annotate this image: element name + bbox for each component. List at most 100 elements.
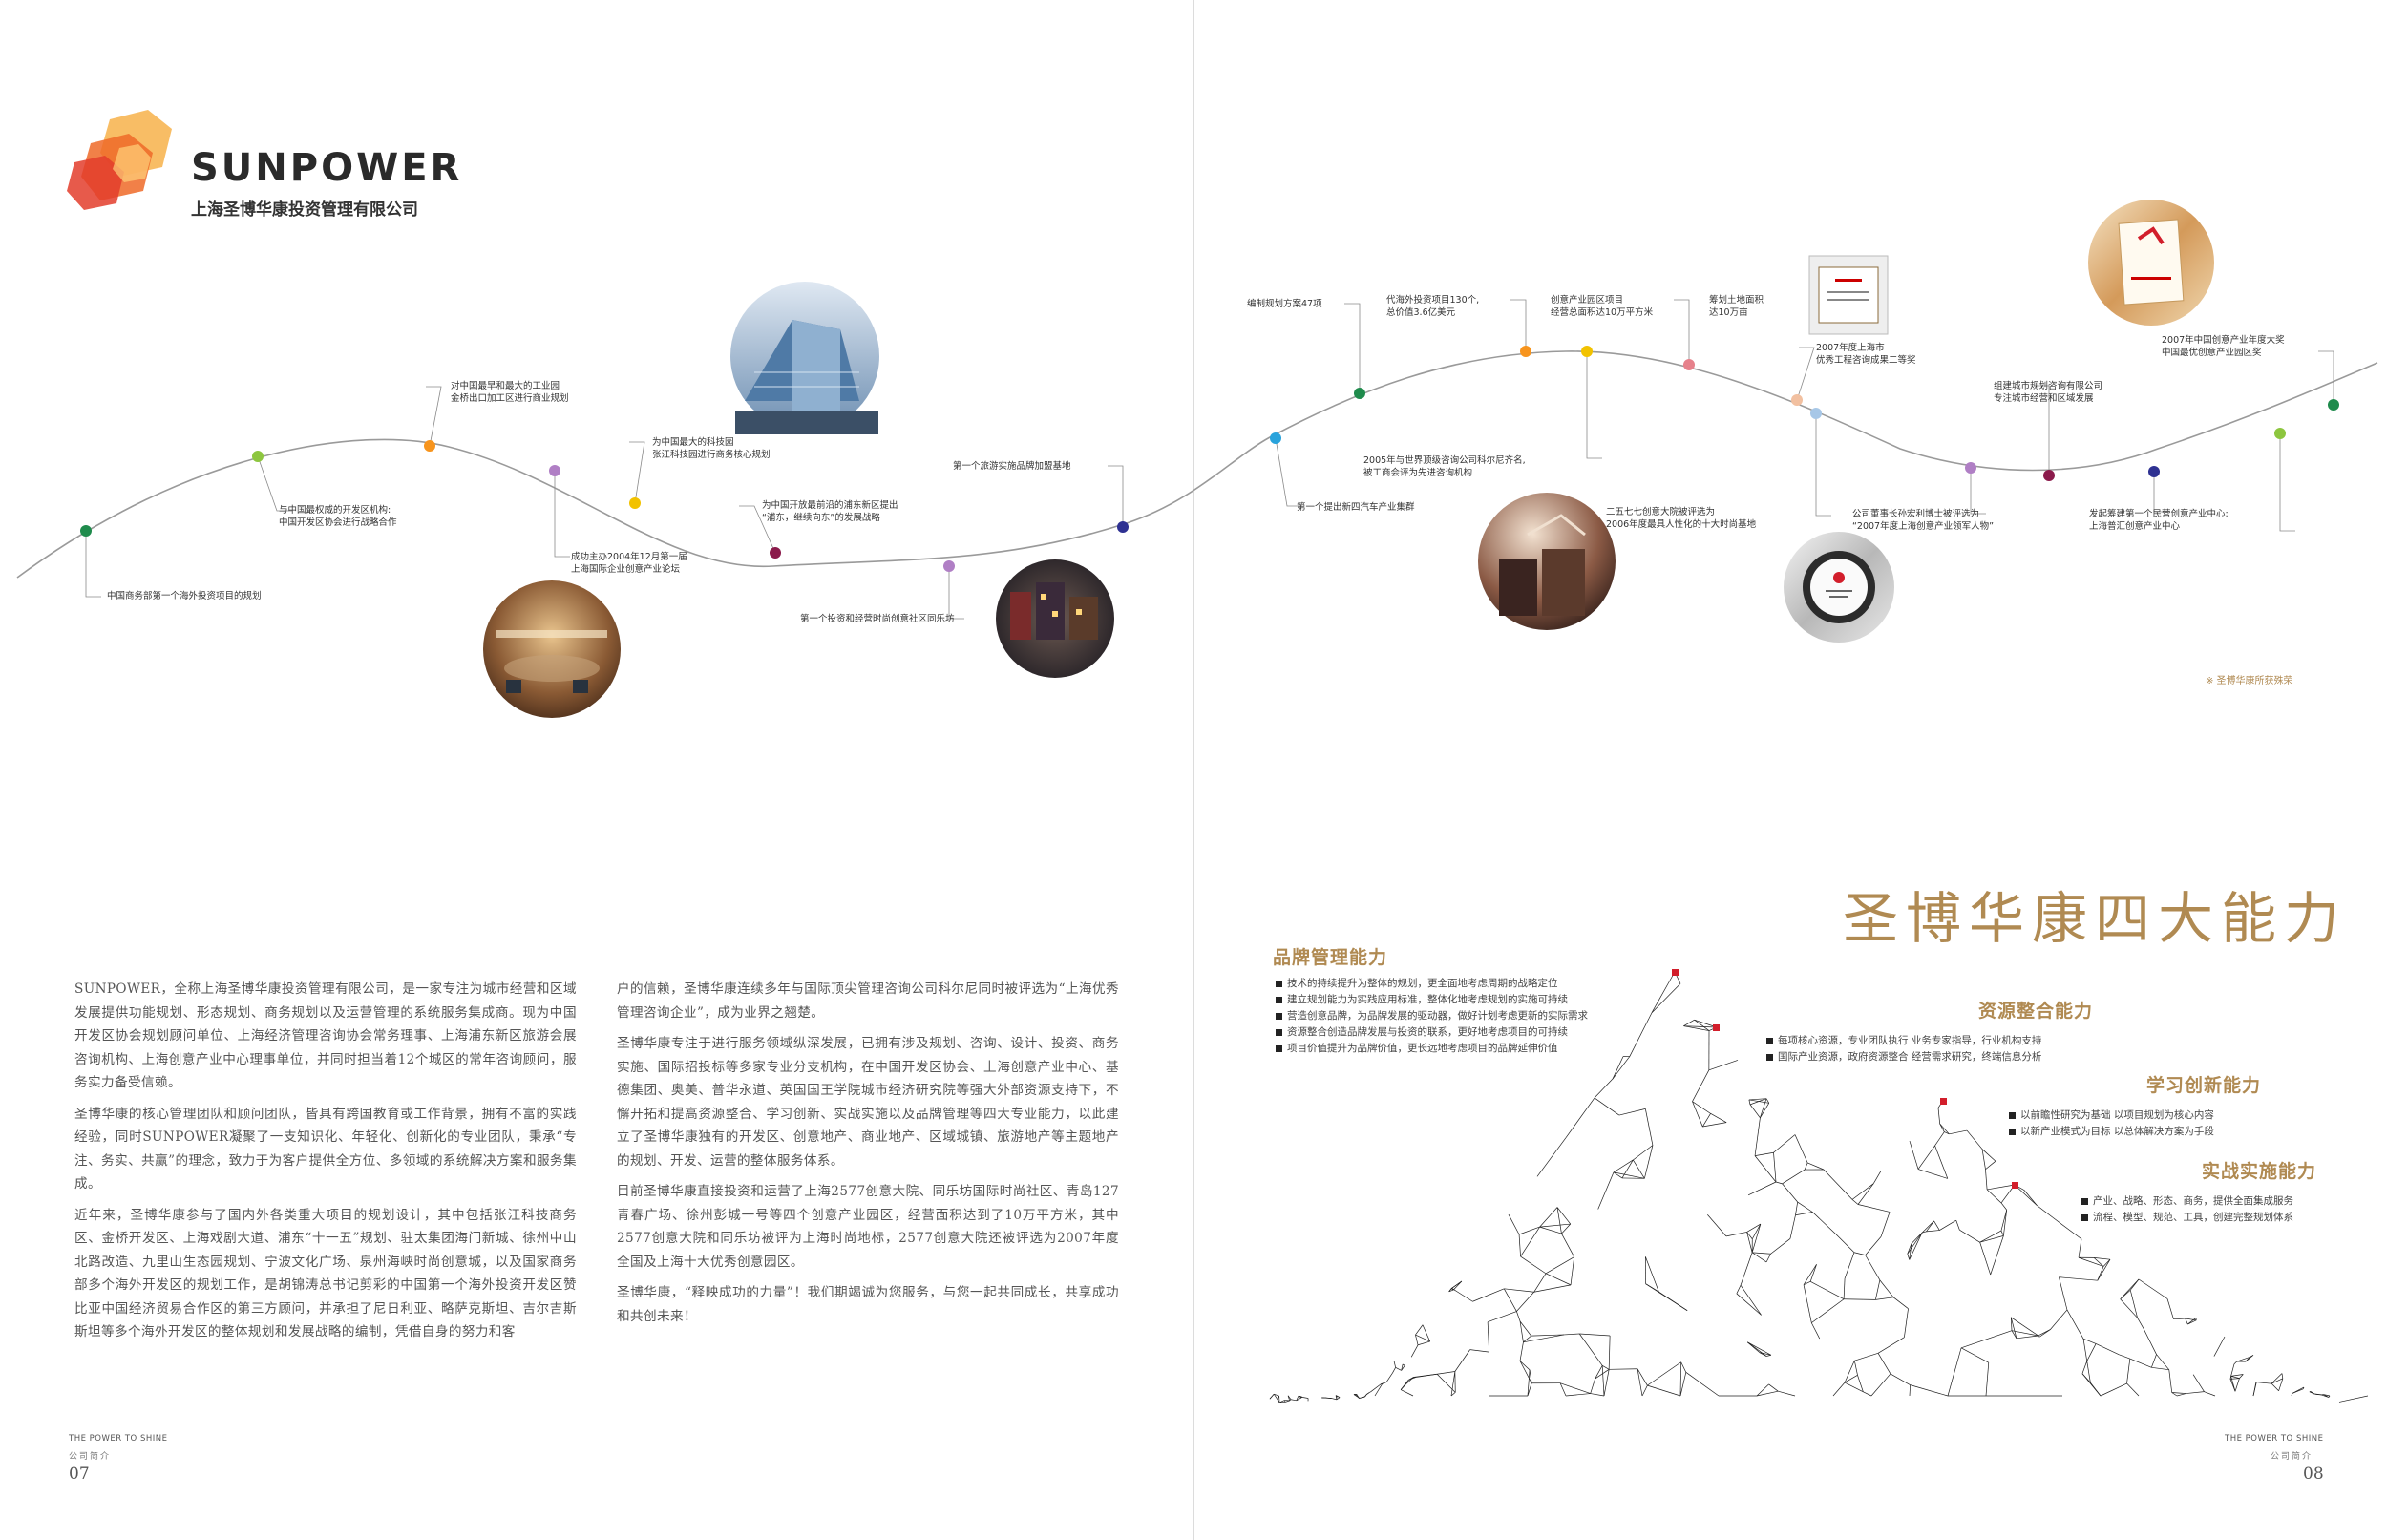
mesh-line: [1590, 1378, 1595, 1394]
mesh-line: [1590, 1393, 1605, 1397]
mesh-line: [1407, 1377, 1416, 1381]
mesh-line: [2256, 1382, 2272, 1384]
awards-caption: ※ 圣博华康所获殊荣: [2206, 676, 2293, 686]
photo-fashion-street: [1478, 493, 1616, 630]
mesh-line: [1565, 1393, 1591, 1397]
mesh-line: [1979, 1235, 2004, 1243]
capability-line: 产业、战略、形态、商务，提供全面集成服务: [2093, 1195, 2293, 1207]
mesh-line: [1789, 1214, 1796, 1239]
paragraph: 近年来，圣博华康参与了国内外各类重大项目的规划设计，其中包括张江科技商务区、金桥…: [74, 1207, 577, 1340]
mesh-line: [1756, 1383, 1769, 1397]
mesh-line: [1768, 1383, 1779, 1392]
mesh-line: [1647, 1361, 1681, 1386]
mesh-line: [1909, 1384, 1912, 1397]
mesh-line: [1519, 1361, 1531, 1371]
mesh-line: [2230, 1374, 2244, 1377]
mesh-line: [1910, 1384, 1949, 1397]
mesh-line: [1685, 1372, 1720, 1397]
mesh-line: [2086, 1361, 2091, 1383]
mesh-line: [1413, 1373, 1438, 1378]
mesh-line: [1680, 1361, 1687, 1373]
capability-execution-list: 产业、战略、形态、商务，提供全面集成服务 流程、模型、规范、工具，创建完整规划体…: [2081, 1193, 2293, 1226]
mesh-line: [1759, 1352, 1767, 1357]
mesh-line: [1561, 1223, 1572, 1234]
mesh-line: [2059, 1276, 2068, 1311]
mesh-line: [2082, 1339, 2088, 1361]
mesh-line: [1436, 1374, 1456, 1393]
timeline-note-20: 2007年中国创意产业年度大奖 中国最优创意产业园区奖: [2162, 335, 2285, 358]
mesh-line: [1400, 1389, 1414, 1397]
mesh-line: [1533, 1284, 1572, 1293]
timeline-leader-line: [85, 531, 101, 598]
mesh-line: [1469, 1349, 1489, 1353]
mesh-line: [2338, 1395, 2368, 1403]
photo-award-medal: [1784, 532, 1894, 643]
mesh-line: [1795, 1201, 1799, 1215]
logo-company-name: 上海圣博华康投资管理有限公司: [191, 200, 418, 220]
mountain-wireframe: [1269, 969, 2368, 1403]
mesh-line: [2204, 1391, 2216, 1397]
mesh-line: [2000, 1230, 2004, 1236]
mesh-line: [1683, 1025, 1718, 1028]
timeline-dot: [1581, 346, 1593, 357]
bullet-icon: [1276, 1012, 1282, 1020]
mesh-line: [1754, 1155, 1777, 1183]
mesh-line: [1621, 1159, 1634, 1179]
mesh-line: [1618, 1108, 1646, 1116]
mesh-line: [1290, 1399, 1297, 1402]
mesh-line: [2066, 1309, 2084, 1340]
timeline-note-13: 创意产业园区项目 经营总面积达10万平方米: [1551, 295, 1654, 318]
mesh-line: [1939, 1123, 1950, 1135]
mesh-line: [1364, 1395, 1366, 1397]
mesh-line: [1556, 1207, 1562, 1234]
cube-logo-icon: [67, 110, 172, 210]
mesh-line: [1518, 1234, 1521, 1257]
mesh-line: [1518, 1226, 1540, 1235]
mesh-line: [2278, 1378, 2284, 1391]
mesh-line: [2176, 1393, 2186, 1397]
timeline-note-14: 筹划土地面积 达10万亩: [1709, 295, 1764, 318]
mesh-line: [1597, 1171, 1615, 1210]
photo-conference-hall: [483, 580, 621, 718]
mesh-line: [2186, 1391, 2205, 1394]
mesh-line: [1748, 1099, 1751, 1105]
mesh-line: [2052, 1216, 2082, 1240]
mesh-line: [1570, 1256, 1575, 1285]
mesh-line: [1853, 1361, 1858, 1376]
mesh-line: [1803, 1264, 1817, 1285]
mesh-line: [1794, 1134, 1808, 1164]
mesh-line: [1990, 1235, 2004, 1276]
mesh-line: [2016, 1335, 2038, 1340]
timeline-dot: [252, 451, 264, 462]
mesh-line: [2097, 1259, 2111, 1281]
capability-title-learning: 学习创新能力: [2146, 1075, 2262, 1096]
mesh-line: [1641, 1384, 1648, 1397]
mesh-line: [1736, 1285, 1742, 1295]
mesh-line: [1472, 1288, 1505, 1302]
mesh-line: [2102, 1258, 2111, 1267]
mesh-line: [2250, 1355, 2254, 1358]
mesh-line: [2156, 1354, 2170, 1370]
mesh-line: [1751, 1252, 1767, 1263]
mesh-line: [2094, 1257, 2111, 1260]
mesh-line: [1933, 1220, 1940, 1231]
mesh-line: [2129, 1358, 2152, 1368]
mesh-line: [1809, 1264, 1817, 1282]
mesh-line: [1269, 1393, 1275, 1400]
timeline-note-1: 中国商务部第一个海外投资项目的规划: [107, 591, 262, 601]
mesh-line: [1365, 1393, 1368, 1396]
bullet-icon: [1766, 1037, 1773, 1044]
mesh-line: [1503, 1288, 1517, 1312]
mesh-line: [1274, 1393, 1279, 1397]
mesh-line: [1765, 1098, 1770, 1104]
mesh-line: [1810, 1281, 1845, 1300]
timeline-leader-line: [1970, 468, 1986, 515]
mesh-line: [1854, 1352, 1879, 1361]
timeline-leader-line: [1344, 303, 1361, 393]
capability-title-execution: 实战实施能力: [2202, 1161, 2317, 1182]
timeline-leader-line: [554, 471, 570, 558]
paragraph: 圣博华康的核心管理团队和顾问团队，皆具有跨国教育或工作背景，拥有不富的实践经验，…: [74, 1106, 577, 1192]
mesh-line: [1539, 1207, 1558, 1228]
mesh-line: [1519, 1320, 1531, 1337]
bullet-icon: [1276, 1044, 1282, 1052]
